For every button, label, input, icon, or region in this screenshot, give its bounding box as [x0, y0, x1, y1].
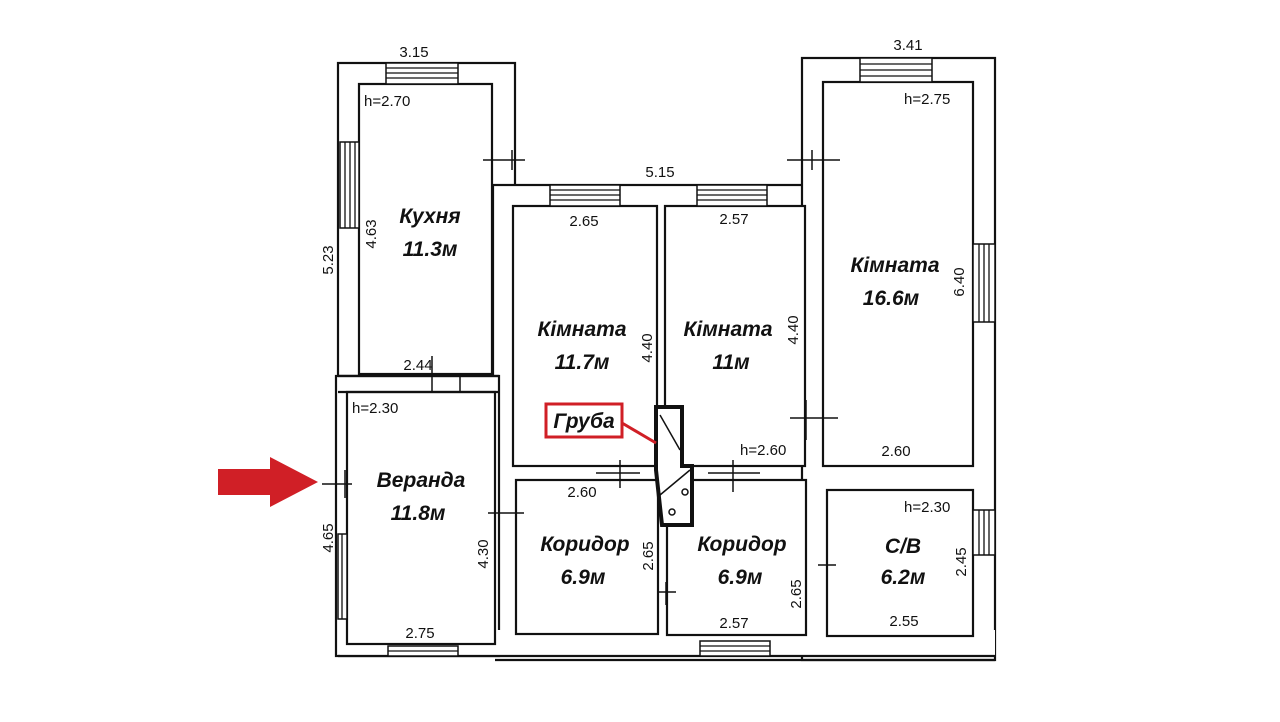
window-room3-top [859, 57, 933, 83]
bathroom-room [825, 488, 975, 638]
room2-area: 11м [712, 351, 750, 374]
room3-area: 16.6м [863, 287, 920, 310]
dim-room1-len: 4.40 [639, 333, 656, 362]
windows [337, 57, 996, 657]
window-kitchen-left [339, 141, 360, 229]
corridor1-name: Коридор [540, 533, 629, 556]
dim-room2-len: 4.40 [785, 315, 802, 344]
room3-name: Кімната [851, 254, 940, 277]
dim-veranda-height: h=2.30 [352, 400, 398, 417]
window-kitchen-top [385, 62, 459, 85]
window-room1-top [549, 184, 621, 207]
dim-room3-bottom: 2.60 [881, 443, 910, 460]
dim-left-lower: 4.65 [320, 523, 337, 552]
stove [654, 405, 694, 527]
dim-room3-top: 3.41 [893, 37, 922, 54]
dim-room2-top: 2.57 [719, 211, 748, 228]
window-veranda-bottom [387, 645, 459, 657]
door-marks [322, 150, 840, 605]
bath-area: 6.2м [881, 566, 926, 589]
corridor2-name: Коридор [697, 533, 786, 556]
window-room3-right [972, 243, 996, 323]
dim-middle-top: 5.15 [645, 164, 674, 181]
dim-room2-height: h=2.60 [740, 442, 786, 459]
stove-pointer [621, 421, 657, 445]
dim-room1-top: 2.65 [569, 213, 598, 230]
room2-name: Кімната [684, 318, 773, 341]
room-outlines [338, 80, 975, 646]
bath-name: С/В [885, 535, 921, 558]
corridor2-area: 6.9м [718, 566, 763, 589]
dim-veranda-bottom: 2.75 [405, 625, 434, 642]
veranda-area: 11.8м [391, 502, 446, 525]
dim-corridor1-len: 2.65 [640, 541, 657, 570]
dim-left-upper: 5.23 [320, 245, 337, 274]
dim-kitchen-top: 3.15 [399, 44, 428, 61]
window-corridor2-bottom [699, 640, 771, 657]
kitchen-name: Кухня [399, 205, 460, 228]
room-2 [663, 204, 807, 468]
dim-veranda-top: 2.44 [403, 357, 432, 374]
veranda-name: Веранда [377, 469, 466, 492]
stove-label-box [544, 402, 624, 439]
entrance-arrow [218, 457, 318, 507]
dim-corridor2-len: 2.65 [788, 579, 805, 608]
dim-corridor1-top: 2.60 [567, 484, 596, 501]
corridor-1-room [514, 478, 660, 636]
dim-room3-len: 6.40 [951, 267, 968, 296]
window-room2-top [696, 184, 768, 207]
dim-room3-height: h=2.75 [904, 91, 950, 108]
dim-bath-bottom: 2.55 [889, 613, 918, 630]
stove-label: Груба [553, 410, 615, 433]
window-veranda-left [337, 533, 348, 620]
dim-bath-height: h=2.30 [904, 499, 950, 516]
dim-veranda-len: 4.30 [475, 539, 492, 568]
dim-kitchen-height: h=2.70 [364, 93, 410, 110]
room1-area: 11.7м [555, 351, 610, 374]
dim-corridor2-bottom: 2.57 [719, 615, 748, 632]
corridor1-area: 6.9м [561, 566, 606, 589]
dim-bath-len: 2.45 [953, 547, 970, 576]
room1-name: Кімната [538, 318, 627, 341]
dim-kitchen-len: 4.63 [363, 219, 380, 248]
dimensions: 3.15 3.41 5.15 h=2.70 h=2.75 2.65 2.57 5… [320, 37, 970, 642]
veranda-room [345, 390, 497, 646]
kitchen-area: 11.3м [403, 238, 458, 261]
room-labels: Кухня 11.3м Кімната 11.7м Кімната 11м Кі… [377, 205, 940, 589]
window-bath-right [972, 509, 996, 556]
